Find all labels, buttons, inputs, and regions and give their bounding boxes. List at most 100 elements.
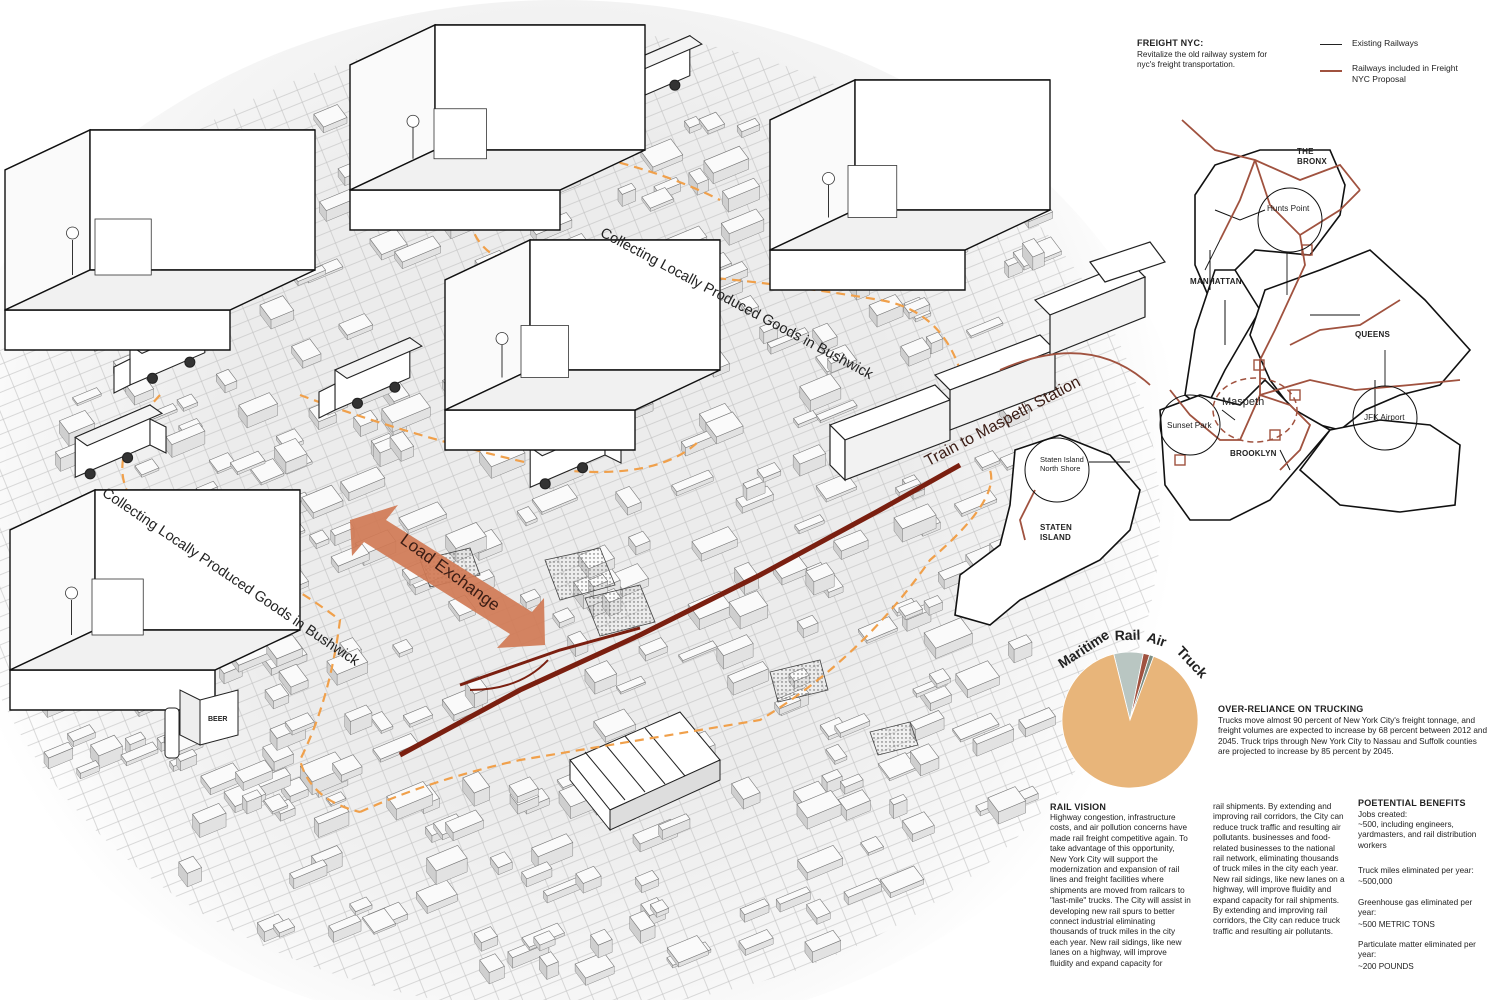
benefits-title: POETENTIAL BENEFITS <box>1358 798 1466 808</box>
building-roof <box>731 776 761 800</box>
building-roof <box>703 145 750 174</box>
building-roof <box>76 760 100 774</box>
building-roof <box>756 462 782 479</box>
building-roof <box>895 478 922 493</box>
building-roof <box>705 411 744 438</box>
building-roof <box>284 712 315 732</box>
legend-existing-swatch <box>1320 44 1342 45</box>
truck <box>74 404 167 480</box>
building-roof <box>289 859 328 880</box>
building-roof <box>389 431 415 452</box>
building-roof <box>797 844 844 874</box>
building-roof <box>575 865 602 884</box>
building-roof <box>925 331 944 344</box>
building-roof <box>797 614 819 630</box>
building-roof <box>720 208 765 235</box>
building-roof <box>649 899 670 914</box>
building-roof <box>805 562 835 583</box>
building-roof <box>775 886 811 905</box>
building-roof <box>508 776 539 798</box>
building-roof <box>310 845 343 864</box>
building-roof <box>615 485 642 509</box>
map-label-sunset-park: Sunset Park <box>1167 421 1212 430</box>
building-roof <box>328 914 362 933</box>
map-label-bronx: THE BRONX <box>1297 147 1327 166</box>
building-roof <box>1021 238 1045 258</box>
building-roof <box>716 634 754 657</box>
map-label-brooklyn: BROOKLYN <box>1230 449 1277 458</box>
building-roof <box>301 484 344 514</box>
building-roof <box>615 675 646 693</box>
building-roof <box>362 907 397 933</box>
map-label-queens: QUEENS <box>1355 330 1390 339</box>
building-roof <box>815 399 858 421</box>
building-roof <box>552 607 575 624</box>
building-roof <box>531 484 578 513</box>
building-roof <box>369 711 394 732</box>
benefits-pm-value: ~200 POUNDS <box>1358 962 1414 971</box>
building-roof <box>538 951 559 967</box>
building-roof <box>590 928 613 946</box>
benefits-truck-label: Truck miles eliminated per year: <box>1358 866 1474 875</box>
building-roof <box>955 660 1000 691</box>
building-roof <box>640 138 684 168</box>
producer-interior-box <box>9 488 301 711</box>
building-roof <box>264 683 290 702</box>
building-roof <box>868 294 904 317</box>
building-roof <box>671 469 714 493</box>
producer-interior-box <box>769 78 1051 291</box>
building-roof <box>531 833 574 858</box>
map-label-staten: STATEN ISLAND <box>1040 523 1073 542</box>
building-roof <box>678 640 718 661</box>
map-label-jfk: JFK Airport <box>1364 413 1405 422</box>
building-roof <box>313 805 350 825</box>
building-roof <box>1007 634 1033 650</box>
truck <box>318 336 423 419</box>
building-roof <box>340 466 386 494</box>
freight-text: Revitalize the old railway system for ny… <box>1137 50 1268 70</box>
building-roof <box>263 793 289 813</box>
building-roof <box>349 896 373 913</box>
building-roof <box>479 953 505 973</box>
building-roof <box>165 422 206 446</box>
building-roof <box>638 637 668 656</box>
overreliance-title: OVER-RELIANCE ON TRUCKING <box>1218 704 1364 714</box>
building-roof <box>834 713 871 734</box>
building-roof <box>444 809 484 834</box>
building-roof <box>909 743 940 766</box>
building-roof <box>641 187 674 209</box>
building-roof <box>462 771 491 794</box>
building-roof <box>313 104 348 128</box>
legend-existing-label: Existing Railways <box>1352 38 1419 48</box>
building-roof <box>727 661 769 684</box>
building-roof <box>928 668 951 685</box>
building-roof <box>120 741 159 763</box>
building-roof <box>175 748 198 762</box>
building-roof <box>839 773 864 788</box>
building-roof <box>889 793 908 806</box>
rail-line <box>398 462 962 758</box>
building-roof <box>43 741 74 759</box>
building-roof <box>584 660 618 684</box>
building-roof <box>629 910 656 932</box>
building-roof <box>796 789 842 819</box>
building-roof <box>574 951 615 979</box>
load-exchange-arrow <box>350 505 545 648</box>
building-roof <box>728 590 769 618</box>
building-roof <box>722 177 761 200</box>
building-roof <box>402 705 434 725</box>
building-roof <box>738 929 774 950</box>
building-roof <box>893 503 937 530</box>
building-roof <box>309 529 330 545</box>
overreliance-text: Trucks move almost 90 percent of New Yor… <box>1218 716 1487 757</box>
building-roof <box>259 295 295 321</box>
building-roof <box>398 501 448 531</box>
building-roof <box>192 802 227 825</box>
building-roof <box>812 322 838 343</box>
map-label-maspeth: Maspeth <box>1222 396 1265 408</box>
building-roof <box>344 704 373 722</box>
building-roof <box>72 387 102 405</box>
building-roof <box>628 530 651 548</box>
